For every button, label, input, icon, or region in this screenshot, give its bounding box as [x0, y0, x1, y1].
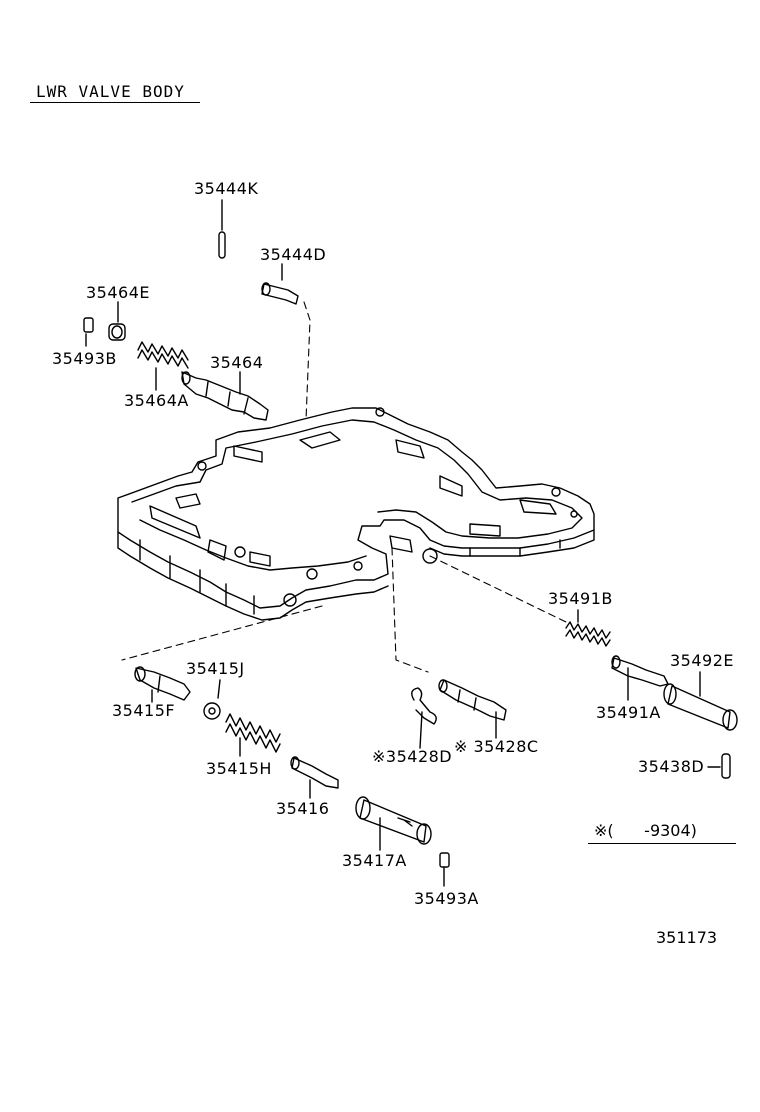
part-35464 — [181, 371, 269, 421]
part-35464E — [108, 301, 126, 341]
part-label-35464E: 35464E — [86, 283, 151, 302]
part-label-35415F: 35415F — [112, 701, 176, 720]
lower-valve-body — [117, 407, 595, 621]
part-35493A — [439, 852, 450, 887]
part-label-35464: 35464 — [210, 353, 264, 372]
part-label-35464A: 35464A — [124, 391, 189, 410]
part-label-35492E: 35492E — [670, 651, 735, 670]
part-35415J — [203, 679, 221, 720]
diagram-title: LWR VALVE BODY — [36, 82, 185, 101]
part-35492E — [663, 671, 738, 731]
part-label-35491A: 35491A — [596, 703, 661, 722]
part-label-35428D: ※35428D — [372, 747, 453, 766]
part-label-35438D: 35438D — [638, 757, 705, 776]
part-label-35493B: 35493B — [52, 349, 117, 368]
part-35491A — [611, 655, 669, 701]
illustration-reference-number: 351173 — [656, 928, 718, 947]
title-underline — [30, 102, 200, 103]
part-label-35415H: 35415H — [206, 759, 272, 778]
part-35493B — [83, 317, 94, 347]
note-underline — [588, 843, 736, 844]
part-35444D — [261, 263, 299, 305]
part-35428C — [438, 679, 507, 739]
assembly-guide-lines — [121, 301, 567, 673]
part-label-35493A: 35493A — [414, 889, 479, 908]
part-35428D — [411, 687, 437, 749]
part-label-35417A: 35417A — [342, 851, 407, 870]
part-35438D — [707, 753, 731, 779]
applicability-note: ※( -9304) — [594, 821, 697, 840]
part-35444K — [218, 199, 226, 259]
part-35417A — [355, 796, 432, 851]
part-label-35415J: 35415J — [186, 659, 245, 678]
part-label-35444K: 35444K — [194, 179, 259, 198]
part-35415H-spring — [225, 713, 281, 757]
part-label-35428C: ※ 35428C — [454, 737, 539, 756]
part-label-35444D: 35444D — [260, 245, 327, 264]
part-label-35491B: 35491B — [548, 589, 613, 608]
part-35464A-spring — [137, 341, 189, 391]
part-35416 — [290, 756, 339, 799]
part-35415F — [134, 666, 191, 703]
part-35491B-spring — [565, 609, 611, 647]
part-label-35416: 35416 — [276, 799, 330, 818]
